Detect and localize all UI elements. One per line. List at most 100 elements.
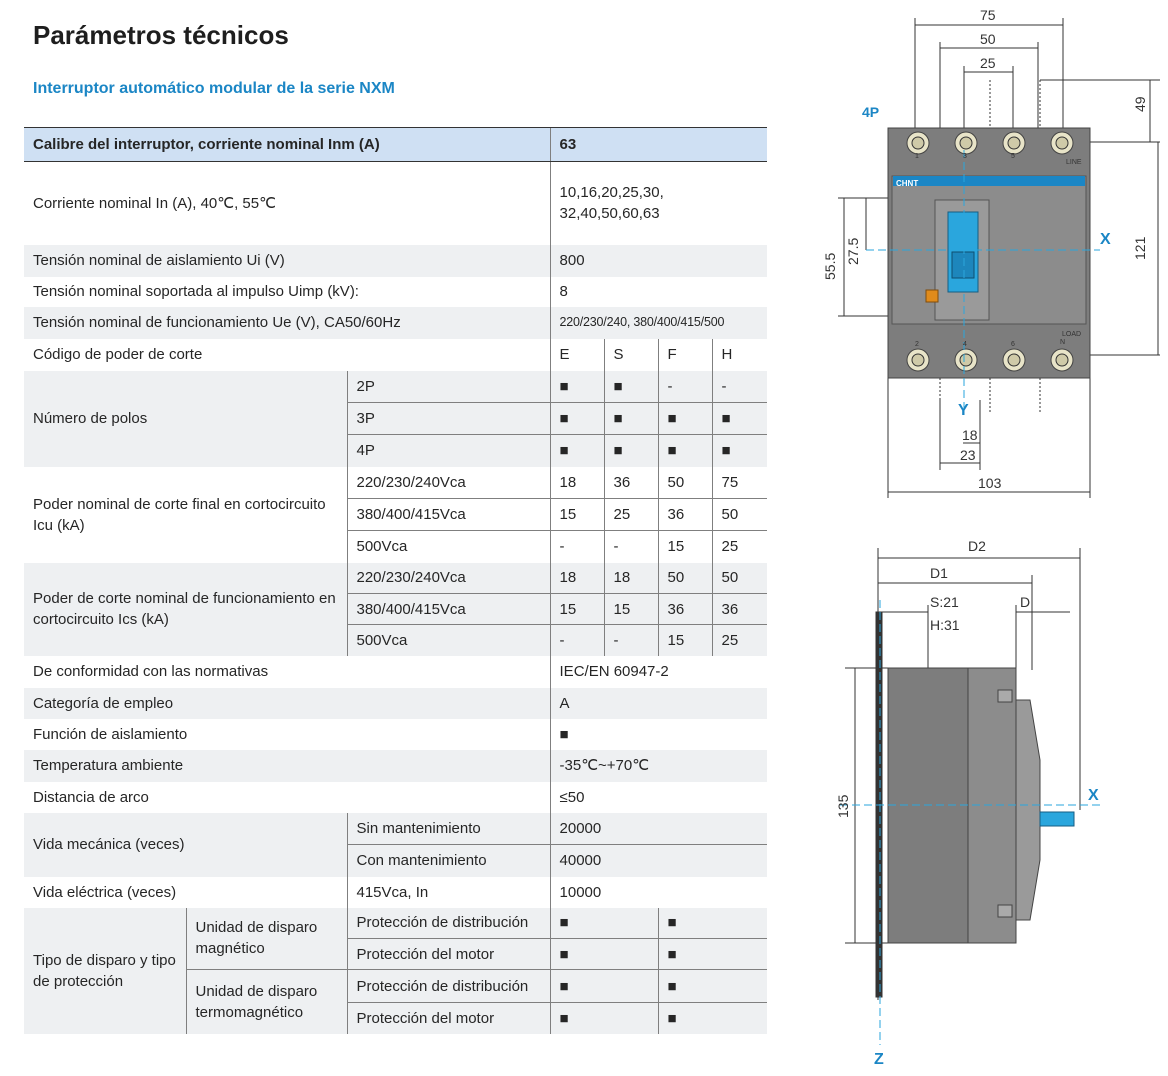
table-row: Vida mecánica (veces) Sin mantenimiento … (24, 812, 768, 877)
row-value: ≤50 (549, 781, 768, 813)
table-row: Con mantenimiento 40000 (24, 844, 768, 877)
front-view-drawing (838, 18, 1160, 498)
cell: ■ (657, 907, 768, 939)
header-label: Calibre del interruptor, corriente nomin… (24, 127, 551, 162)
dim-18: 18 (962, 427, 978, 443)
load-label: LOAD (1062, 331, 1081, 338)
row-label: Vida eléctrica (veces) (24, 876, 347, 908)
row-label: Con mantenimiento (346, 844, 551, 877)
table-row: Poder de corte nominal de funcionamiento… (24, 562, 768, 656)
table-row: Unidad de disparo termomagnético Protecc… (24, 969, 768, 1034)
side-view-labels: D2 D1 S:21 H:31 D 135 X Z (835, 538, 1099, 1068)
row-label: Sin mantenimiento (346, 812, 551, 845)
axis-x-front: X (1100, 231, 1111, 248)
row-label: Protección de distribución (346, 907, 551, 939)
voltage-label: 220/230/240Vca (346, 562, 551, 594)
table-row: 500Vca - - 15 25 (24, 624, 768, 656)
dim-55-5: 55.5 (822, 253, 838, 280)
side-view-drawing (840, 548, 1100, 1045)
cell: 36 (657, 593, 713, 625)
cell: - (549, 624, 605, 656)
mech-life-label: Vida mecánica (veces) (24, 812, 347, 877)
row-value: 220/230/240, 380/400/415/500 (549, 306, 768, 339)
cell: 18 (549, 466, 605, 499)
page-title: Parámetros técnicos (33, 20, 289, 50)
thermomagnetic-trip-label: Unidad de disparo termomagnético (185, 969, 347, 1034)
table-row: Tensión nominal soportada al impulso Uim… (24, 276, 768, 307)
cell: ■ (711, 434, 768, 467)
row-value: IEC/EN 60947-2 (549, 655, 768, 688)
axis-z-side: Z (874, 1051, 884, 1068)
brand-logo: CHNT (896, 179, 918, 188)
dim-d: D (1020, 594, 1030, 610)
row-label: 415Vca, In (346, 876, 551, 908)
cell: 50 (657, 562, 713, 594)
neutral-label: N (1060, 339, 1065, 346)
row-value: ■ (549, 718, 768, 750)
axis-x-side: X (1088, 787, 1099, 804)
pole-label: 3P (346, 402, 551, 435)
row-value: 800 (549, 244, 768, 277)
cell: - (549, 530, 605, 563)
table-row: 3P ■ ■ ■ ■ (24, 402, 768, 435)
terminal-2: 2 (915, 341, 919, 348)
ics-label: Poder de corte nominal de funcionamiento… (24, 562, 347, 656)
table-row: Poder nominal de corte final en cortocir… (24, 466, 768, 563)
row-label: Protección del motor (346, 1002, 551, 1034)
row-label: Corriente nominal In (A), 40℃, 55℃ (24, 161, 551, 245)
row-label: De conformidad con las normativas (24, 655, 551, 688)
cell: 15 (657, 530, 713, 563)
cell: ■ (549, 969, 659, 1003)
row-label: Tensión nominal de aislamiento Ui (V) (24, 244, 551, 277)
code-h: H (711, 338, 768, 371)
dim-49: 49 (1132, 96, 1148, 112)
row-label: Tensión nominal soportada al impulso Uim… (24, 276, 551, 307)
dim-25: 25 (980, 55, 996, 71)
terminal-4: 4 (963, 341, 967, 348)
voltage-label: 380/400/415Vca (346, 593, 551, 625)
technical-parameters-table: Calibre del interruptor, corriente nomin… (24, 127, 768, 1034)
cell: ■ (549, 1002, 659, 1034)
table-row: Protección del motor ■ ■ (24, 938, 768, 970)
code-s: S (603, 338, 659, 371)
row-value: 20000 (549, 812, 768, 845)
cell: ■ (603, 370, 659, 403)
cell: ■ (603, 434, 659, 467)
voltage-label: 500Vca (346, 530, 551, 563)
code-e: E (549, 338, 605, 371)
cell: 36 (657, 498, 713, 531)
terminal-3: 3 (963, 153, 967, 160)
row-label: Protección del motor (346, 938, 551, 970)
terminal-1: 1 (915, 153, 919, 160)
table-row: Tensión nominal de aislamiento Ui (V) 80… (24, 244, 768, 277)
voltage-label: 220/230/240Vca (346, 466, 551, 499)
row-value: 10,16,20,25,30, 32,40,50,60,63 (549, 161, 768, 245)
cell: 25 (711, 530, 768, 563)
row-label: Protección de distribución (346, 969, 551, 1003)
pole-label: 2P (346, 370, 551, 403)
dim-h: H:31 (930, 617, 960, 633)
dim-d1: D1 (930, 565, 948, 581)
table-row: De conformidad con las normativas IEC/EN… (24, 655, 768, 688)
dim-50: 50 (980, 31, 996, 47)
cell: 36 (603, 466, 659, 499)
cell: 15 (549, 593, 605, 625)
dim-103: 103 (978, 475, 1002, 491)
terminal-6: 6 (1011, 341, 1015, 348)
cell: ■ (549, 938, 659, 970)
row-value: 10000 (549, 876, 768, 908)
table-row: Tipo de disparo y tipo de protección Uni… (24, 907, 768, 1034)
header-value: 63 (549, 127, 768, 162)
cell: 36 (711, 593, 768, 625)
table-row: Corriente nominal In (A), 40℃, 55℃ 10,16… (24, 161, 768, 245)
table-row: Categoría de empleo A (24, 687, 768, 719)
row-label: Distancia de arco (24, 781, 551, 813)
pole-label: 4P (346, 434, 551, 467)
cell: ■ (549, 907, 659, 939)
cell: - (603, 624, 659, 656)
table-row: Distancia de arco ≤50 (24, 781, 768, 813)
dim-23: 23 (960, 447, 976, 463)
cell: 18 (549, 562, 605, 594)
axis-y-front: Y (958, 402, 969, 419)
table-row: 380/400/415Vca 15 15 36 36 (24, 593, 768, 625)
